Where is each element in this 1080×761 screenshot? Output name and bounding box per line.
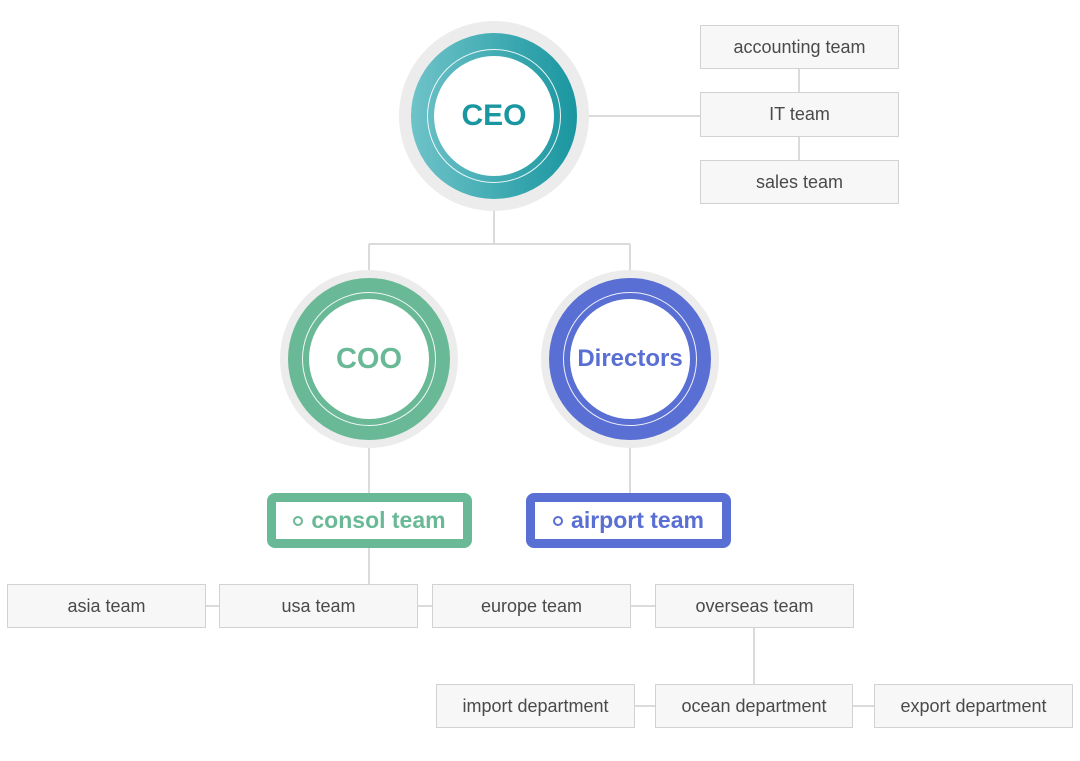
europe-team-box: europe team <box>432 584 631 628</box>
usa-team-box: usa team <box>219 584 418 628</box>
airport-team-dot-icon <box>553 515 564 526</box>
accounting-team-box: accounting team <box>700 25 899 69</box>
directors-node: Directors <box>541 270 719 448</box>
consol-team-dot-icon <box>293 515 304 526</box>
airport-team-label: airport team <box>571 507 704 533</box>
ceo-label: CEO <box>427 49 561 183</box>
coo-label: COO <box>302 292 436 426</box>
consol-team-box: consol team <box>267 493 472 548</box>
import-department-box: import department <box>436 684 635 728</box>
it-team-box: IT team <box>700 92 899 137</box>
ceo-node: CEO <box>399 21 589 211</box>
overseas-team-box: overseas team <box>655 584 854 628</box>
ceo-ring: CEO <box>411 33 577 199</box>
sales-team-box: sales team <box>700 160 899 204</box>
coo-ring: COO <box>288 278 450 440</box>
coo-node: COO <box>280 270 458 448</box>
consol-team-label: consol team <box>311 507 446 533</box>
directors-ring: Directors <box>549 278 711 440</box>
airport-team-box: airport team <box>526 493 731 548</box>
ocean-department-box: ocean department <box>655 684 853 728</box>
asia-team-box: asia team <box>7 584 206 628</box>
directors-label: Directors <box>563 292 697 426</box>
export-department-box: export department <box>874 684 1073 728</box>
